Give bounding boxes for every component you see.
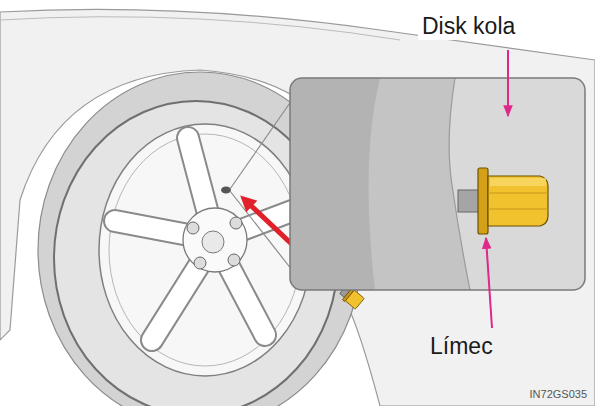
part-name: Límec [430,333,493,359]
detail-inset [290,78,585,290]
leader-line [507,50,509,116]
nut-body [488,176,548,226]
nut-hole [221,187,231,194]
collar [478,168,488,234]
rim [99,124,311,376]
callout-lines [230,100,292,270]
spokes [115,138,292,340]
leader-line [486,238,492,328]
figure-code: IN72GS035 [530,388,587,401]
hub [183,187,247,273]
part-name: Disk kola [418,12,519,40]
